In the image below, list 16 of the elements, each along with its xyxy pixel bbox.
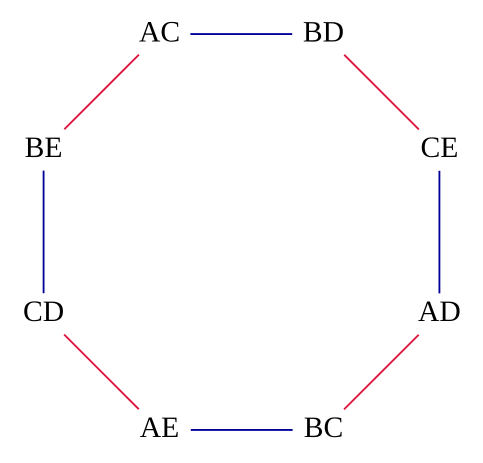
node-text: AD: [418, 296, 461, 328]
node-text: BE: [24, 132, 63, 164]
connector: [64, 53, 140, 130]
connector: [63, 333, 140, 410]
connector: [343, 334, 420, 410]
node-text: BD: [302, 16, 344, 48]
node-text: AE: [140, 412, 180, 444]
connector: [42, 170, 44, 293]
node-text: BC: [304, 412, 344, 444]
connector: [344, 54, 420, 130]
node-text: CE: [420, 132, 458, 164]
connector: [190, 428, 293, 430]
connector: [190, 32, 292, 34]
connector: [438, 170, 440, 293]
node-text: AC: [138, 16, 180, 48]
node-text: CD: [23, 296, 64, 328]
